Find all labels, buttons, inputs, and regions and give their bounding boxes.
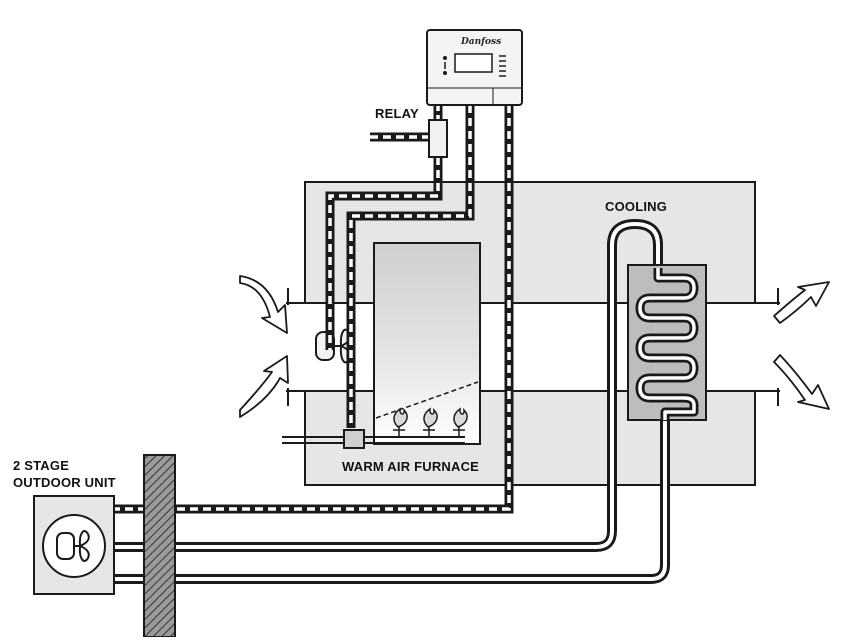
outdoor-label-line1: 2 STAGE	[13, 458, 70, 473]
cooling-label: COOLING	[605, 199, 668, 214]
thermostat-brand: Danfoss	[461, 37, 502, 47]
gas-valve	[343, 429, 365, 449]
thermostat-icon	[426, 29, 523, 106]
furnace-label: WARM AIR FURNACE	[342, 459, 480, 474]
wall-icon	[143, 454, 176, 638]
arrow-icon	[239, 275, 830, 418]
flame-icon	[393, 407, 468, 428]
relay-icon	[428, 119, 448, 158]
thermostat-display	[454, 53, 493, 73]
relay-label: RELAY	[375, 106, 419, 121]
fan-icon	[56, 530, 90, 562]
outdoor-label-line2: OUTDOOR UNIT	[13, 475, 116, 490]
